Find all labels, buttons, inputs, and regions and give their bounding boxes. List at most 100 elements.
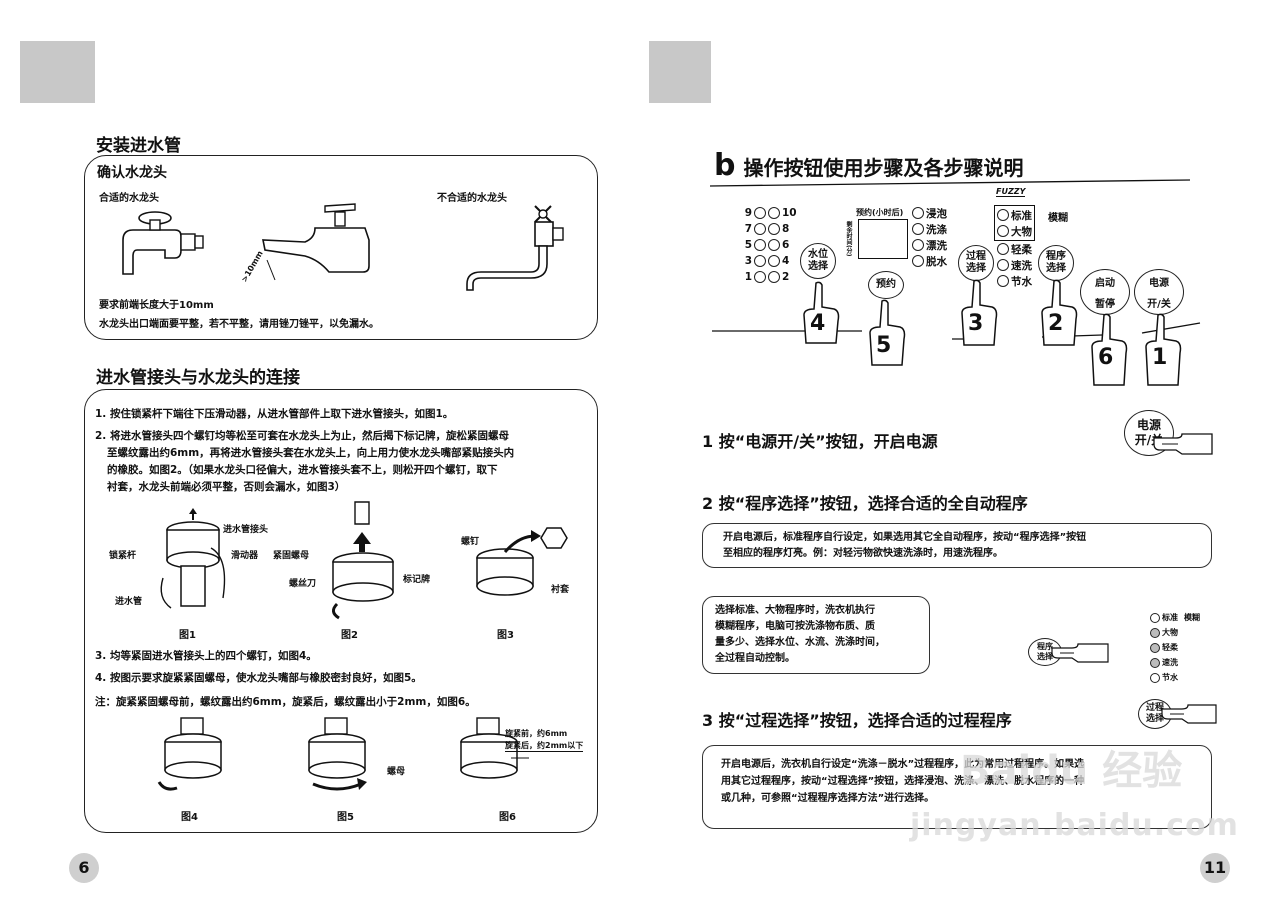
faucet-flat-note: 水龙头出口端面要平整，若不平整，请用锉刀锉平，以免漏水。	[99, 319, 379, 330]
watermark-logo: Baidu 经验	[960, 748, 1183, 794]
mini-led-row: 节水	[1150, 670, 1200, 685]
power-button[interactable]: 电源 开/关	[1134, 269, 1184, 315]
step-2-info-line-b: 至相应的程序灯亮。例：对轻污物欲快速洗涤时，用速洗程序。	[723, 548, 1003, 559]
fig3-label-screw: 螺钉	[461, 537, 480, 547]
process-led-row: 漂洗	[912, 237, 947, 253]
fig2-label-nut: 紧固螺母	[273, 551, 310, 561]
process-select-button[interactable]: 过程 选择	[958, 245, 994, 281]
step-1-text: 1 按“电源开/关”按钮，开启电源	[702, 432, 938, 451]
step-1-power-button[interactable]: 电源 开/关	[1124, 410, 1174, 456]
led-icon	[754, 223, 766, 235]
led-icon	[754, 207, 766, 219]
program-select-button[interactable]: 程序 选择	[1038, 245, 1074, 281]
hand-number-1: 1	[1152, 345, 1168, 370]
timer-button[interactable]: 预约	[868, 271, 904, 299]
figure-2-illustration	[332, 501, 394, 620]
fig6-before-label: 旋紧前，约6mm	[505, 729, 568, 738]
hand-pointer-5: 5	[866, 299, 906, 366]
right-corner-block	[649, 41, 711, 103]
figure-2-caption: 图2	[341, 630, 358, 641]
mini-program-leds: 标准模糊 大物 轻柔 速洗 节水	[1150, 610, 1200, 685]
hand-pointer-6: 6	[1088, 313, 1128, 386]
led-icon	[1150, 642, 1160, 653]
step-2-info-line-a: 开启电源后，标准程序自行设定，如果选用其它全自动程序，按动“程序选择”按钮	[723, 532, 1087, 543]
program-led-row: 节水	[994, 273, 1035, 289]
fig2-label-screwdriver: 螺丝刀	[289, 579, 317, 589]
figure-4-caption: 图4	[181, 812, 198, 823]
left-corner-block	[20, 41, 95, 103]
faucet-check-title: 确认水龙头	[97, 165, 167, 181]
hand-number-3: 3	[968, 311, 984, 336]
process-led-row: 洗涤	[912, 221, 947, 237]
watermark-url: jingyan.baidu.com	[910, 808, 1239, 843]
faucet-check-box: 确认水龙头 合适的水龙头 不合适的水龙头 >10mm 要求前端长度大于10mm …	[84, 155, 598, 340]
step-3-text: 3 按“过程选择”按钮，选择合适的过程程序	[702, 711, 1012, 730]
led-icon	[1150, 672, 1160, 683]
remaining-time-label: 剩余时间(分)	[845, 221, 852, 257]
fuzzy-note-line: 量多少、选择水位、水流、洗涤时间，	[715, 637, 885, 648]
step-note: 注：旋紧紧固螺母前，螺纹露出约6mm，旋紧后，螺纹露出小于2mm，如图6。	[95, 696, 476, 708]
process-leds: 浸泡 洗涤 漂洗 脱水	[912, 205, 947, 269]
step-item-2d: 衬套，水龙头前端必须平整，否则会漏水，如图3）	[107, 481, 346, 493]
program-leds: 标准 大物 轻柔 速洗 节水	[994, 205, 1035, 289]
right-page-title: b 操作按钮使用步骤及各步骤说明	[714, 148, 1023, 183]
led-icon	[997, 275, 1009, 287]
led-icon	[768, 271, 780, 283]
figure-6-caption: 图6	[499, 812, 516, 823]
figure-3-caption: 图3	[497, 630, 514, 641]
start-pause-button[interactable]: 启动 暂停	[1080, 269, 1130, 315]
good-faucet-label: 合适的水龙头	[99, 193, 159, 204]
fuzzy-note-line: 选择标准、大物程序时，洗衣机执行	[715, 605, 875, 616]
step-3-info-line-b: 用其它过程程序，按动“过程选择”按钮，选择浸泡、洗涤、漂洗、脱水程序的一种	[721, 776, 1085, 787]
timer-label: 预约(小时后)	[856, 208, 904, 217]
step-2-info-box: 开启电源后，标准程序自行设定，如果选用其它全自动程序，按动“程序选择”按钮 至相…	[702, 523, 1212, 568]
fuzzy-note-line: 模糊程序，电脑可按洗涤物布质、质	[715, 621, 875, 632]
hand-pointer-2: 2	[1038, 279, 1078, 346]
title-text: 操作按钮使用步骤及各步骤说明	[743, 156, 1024, 180]
led-icon	[912, 239, 924, 251]
mini-program-select-button[interactable]: 程序 选择	[1028, 638, 1062, 666]
step-3-hand-icon	[1161, 704, 1217, 724]
led-icon	[997, 225, 1009, 237]
program-led-row: 标准	[997, 207, 1032, 223]
led-icon	[912, 207, 924, 219]
time-display	[858, 219, 908, 259]
step-3-info-line-a: 开启电源后，洗衣机自行设定“洗涤－脱水”过程程序，此为常用过程程序。如果选	[721, 759, 1085, 770]
figure-5-caption: 图5	[337, 812, 354, 823]
bad-faucet-illustration	[466, 205, 564, 291]
step-3-info-line-c: 或几种，可参照“过程程序选择方法”进行选择。	[721, 793, 935, 804]
water-level-button[interactable]: 水位 选择	[800, 243, 836, 279]
led-icon	[768, 239, 780, 251]
led-icon	[997, 209, 1009, 221]
figure-5-illustration	[308, 717, 367, 791]
fuzzy-note-line: 全过程自动控制。	[715, 653, 795, 664]
led-icon	[768, 207, 780, 219]
led-icon	[754, 239, 766, 251]
led-icon	[754, 255, 766, 267]
led-icon	[1150, 627, 1160, 638]
step-item-2c: 的橡胶。如图2。（如果水龙头口径偏大，进水管接头套不上，则松开四个螺钉，取下	[107, 464, 498, 476]
section-title-install-hose: 安装进水管	[96, 136, 181, 156]
fig1-label-connector: 进水管接头	[223, 525, 269, 535]
mini-led-row: 速洗	[1150, 655, 1200, 670]
step-item-2a: 2. 将进水管接头四个螺钉均等松至可套在水龙头上为止，然后揭下标记牌，旋松紧固螺…	[95, 430, 509, 442]
step-item-1: 1. 按住锁紧杆下端往下压滑动器，从进水管部件上取下进水管接头，如图1。	[95, 408, 454, 420]
step-2-text: 2 按“程序选择”按钮，选择合适的全自动程序	[702, 494, 1028, 513]
figure-4-illustration	[157, 717, 222, 791]
fig1-label-slider: 滑动器	[231, 551, 259, 561]
fig6-after-label: 旋紧后，约2mm以下	[505, 741, 584, 752]
step-item-2b: 至螺纹露出约6mm，再将进水管接头套在水龙头上，向上用力使水龙头嘴部紧贴接头内	[107, 447, 515, 459]
mini-hand-icon	[1051, 643, 1109, 663]
fig5-label-nut: 螺母	[387, 767, 406, 777]
led-icon	[768, 255, 780, 267]
hand-number-2: 2	[1048, 311, 1064, 336]
fig3-label-bushing: 衬套	[551, 585, 570, 595]
left-page-number: 6	[69, 853, 99, 883]
figure-3-illustration	[476, 527, 568, 596]
mini-led-row: 轻柔	[1150, 640, 1200, 655]
